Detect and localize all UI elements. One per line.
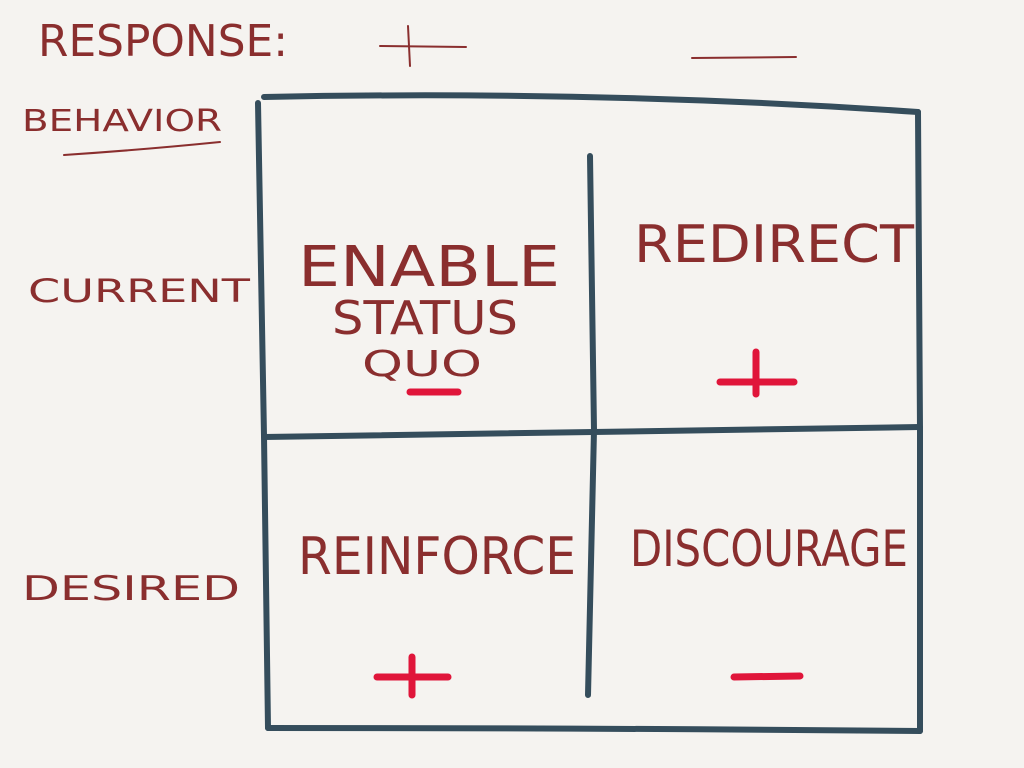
cell-desired-negative-sign	[730, 672, 804, 681]
grid-bottom-border	[265, 725, 923, 734]
cell-current-positive-line2: STATUS	[332, 291, 518, 345]
cell-desired-positive: REINFORCE	[298, 527, 576, 699]
row-label-desired: DESIRED	[22, 569, 240, 609]
row-label-current: CURRENT	[28, 272, 251, 310]
cell-current-negative-sign	[716, 348, 798, 398]
response-positive-sign	[379, 25, 467, 67]
grid-horizontal-divider	[261, 424, 923, 440]
cell-current-negative: REDIRECT	[634, 215, 914, 398]
cell-current-positive-line3: QUO	[362, 344, 482, 385]
cell-desired-negative-line1: DISCOURAGE	[630, 520, 908, 578]
matrix-grid	[255, 92, 923, 734]
grid-top-border	[261, 92, 921, 115]
cell-current-negative-line1: REDIRECT	[634, 215, 914, 275]
response-label: RESPONSE:	[38, 16, 288, 67]
cell-desired-positive-sign	[373, 653, 452, 699]
grid-vertical-divider	[585, 153, 597, 698]
cell-current-positive-line1: ENABLE	[298, 235, 560, 300]
response-negative-sign	[691, 56, 797, 59]
grid-right-border	[915, 109, 923, 734]
grid-left-border	[255, 100, 271, 731]
cell-desired-negative: DISCOURAGE	[630, 520, 908, 681]
cell-desired-positive-line1: REINFORCE	[298, 527, 576, 587]
behavior-underline	[63, 141, 221, 156]
cell-current-positive: ENABLE STATUS QUO	[298, 235, 560, 396]
behavior-label: BEHAVIOR	[22, 104, 222, 139]
